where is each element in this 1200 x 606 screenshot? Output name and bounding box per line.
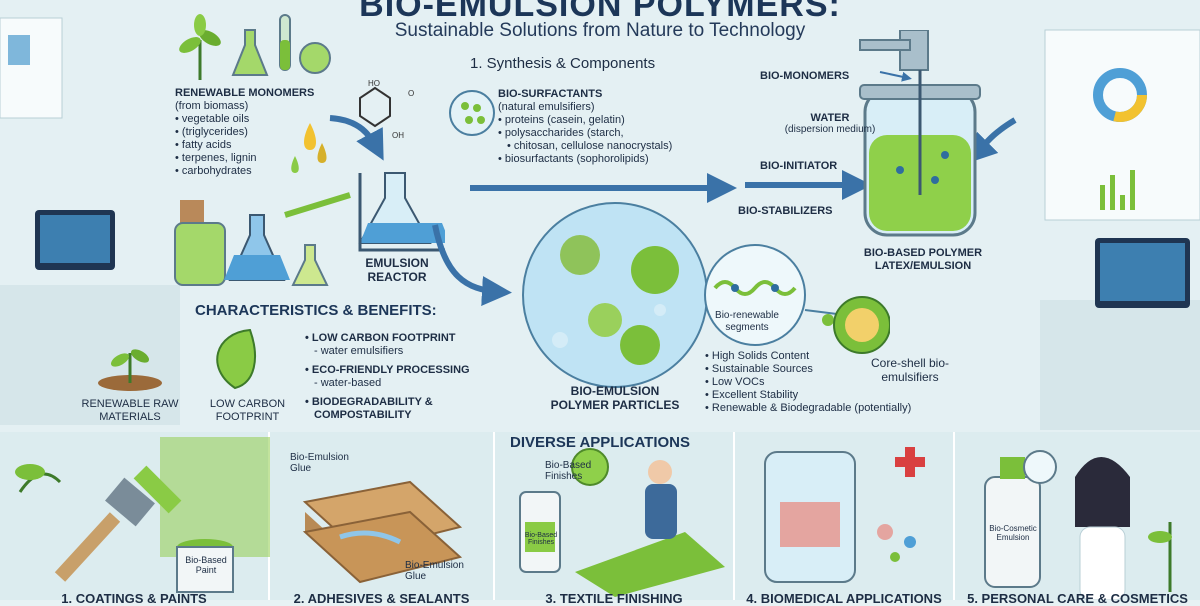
application-caption: 3. TEXTILE FINISHING bbox=[545, 591, 683, 606]
list-item: chitosan, cellulose nanocrystals) bbox=[498, 140, 718, 153]
benefit-title: • ECO-FRIENDLY PROCESSING bbox=[305, 364, 470, 376]
list-item: polysaccharides (starch, bbox=[498, 127, 718, 140]
process-arrows bbox=[284, 71, 1017, 306]
input-bio-monomers: BIO-MONOMERS bbox=[760, 70, 850, 82]
application-panel-adhesives: Bio-Emulsion Glue Bio-Emulsion Glue 2. A… bbox=[270, 432, 495, 606]
reactor-label: EMULSION REACTOR bbox=[365, 256, 429, 284]
monomers-subtitle: (from biomass) bbox=[175, 100, 249, 112]
monomers-title: RENEWABLE MONOMERS bbox=[175, 87, 315, 99]
paint-tag: Bio-Based Paint bbox=[185, 555, 227, 575]
application-caption: 1. COATINGS & PAINTS bbox=[61, 591, 207, 606]
textile-worker-icon bbox=[519, 448, 725, 597]
svg-text:OH: OH bbox=[392, 131, 404, 140]
tissue-scaffold-icon bbox=[764, 447, 925, 583]
list-item: proteins (casein, gelatin) bbox=[498, 114, 718, 127]
svg-text:HO: HO bbox=[368, 79, 380, 88]
segment-label: Bio-renewable segments bbox=[715, 310, 779, 333]
list-item: Renewable & Biodegradable (potentially) bbox=[705, 402, 945, 415]
list-item: biosurfactants (sophorolipids) bbox=[498, 153, 718, 166]
glue-tag: Bio-Emulsion Glue bbox=[290, 452, 349, 474]
application-panel-cosmetics: Bio-Cosmetic Emulsion 5. PERSONAL CARE &… bbox=[955, 432, 1200, 606]
paintbrush-icon bbox=[15, 437, 270, 593]
benefit-icon-label-carbon: LOW CARBON FOOTPRINT bbox=[209, 398, 286, 423]
benefits-list: • LOW CARBON FOOTPRINT - water emulsifie… bbox=[305, 332, 500, 422]
list-item: fatty acids bbox=[175, 139, 325, 152]
svg-text:O: O bbox=[408, 89, 414, 98]
application-panel-coatings: Bio-Based Paint 1. COATINGS & PAINTS bbox=[0, 432, 270, 606]
product-label: BIO-BASED POLYMER LATEX/EMULSION bbox=[863, 247, 983, 272]
bio-surfactants-block: BIO-SURFACTANTS (natural emulsifiers) pr… bbox=[498, 88, 718, 166]
finish-bottle-tag: Bio-Based Finishes bbox=[524, 532, 558, 546]
list-item: Sustainable Sources bbox=[705, 363, 945, 376]
reactor-illustration: HO O OH bbox=[291, 79, 445, 252]
application-caption: 2. ADHESIVES & SEALANTS bbox=[293, 591, 470, 606]
glue-tag-2: Bio-Emulsion Glue bbox=[405, 560, 464, 582]
list-item: carbohydrates bbox=[175, 165, 325, 178]
surfactant-bubble-icon bbox=[449, 90, 495, 136]
glued-wood-icon bbox=[302, 480, 463, 584]
renewable-monomers-block: RENEWABLE MONOMERS (from biomass) vegeta… bbox=[175, 87, 325, 178]
list-item: (triglycerides) bbox=[175, 126, 325, 139]
cosmetic-tag: Bio-Cosmetic Emulsion bbox=[989, 524, 1037, 542]
list-item: High Solids Content bbox=[705, 350, 945, 363]
application-panel-textile: Bio-Based Finishes Bio-Based Finishes 3.… bbox=[495, 432, 735, 606]
input-bio-stabilizers: BIO-STABILIZERS bbox=[738, 205, 833, 217]
particle-properties-list: High Solids Content Sustainable Sources … bbox=[705, 350, 945, 415]
benefit-title: • BIODEGRADABILITY & COMPOSTABILITY bbox=[305, 396, 433, 421]
surfactants-title: BIO-SURFACTANTS bbox=[498, 88, 603, 100]
cosmetic-bottle-icon bbox=[984, 450, 1172, 601]
list-item: Excellent Stability bbox=[705, 389, 945, 402]
finish-tag: Bio-Based Finishes bbox=[545, 460, 592, 482]
input-water: WATER (dispersion medium) bbox=[784, 112, 876, 135]
benefit-note: - water emulsifiers bbox=[314, 345, 404, 357]
application-caption: 5. PERSONAL CARE & COSMETICS bbox=[967, 591, 1188, 606]
benefit-icon-label-renewable: RENEWABLE RAW MATERIALS bbox=[81, 398, 179, 423]
plant-flask-icons bbox=[179, 14, 331, 80]
page-title: BIO-EMULSION POLYMERS: bbox=[359, 0, 841, 24]
input-bio-initiator: BIO-INITIATOR bbox=[760, 160, 838, 172]
characteristics-heading: CHARACTERISTICS & BENEFITS: bbox=[195, 302, 437, 319]
application-caption: 4. BIOMEDICAL APPLICATIONS bbox=[746, 591, 942, 606]
particles-label: BIO-EMULSION POLYMER PARTICLES bbox=[550, 384, 680, 412]
application-panel-biomedical: 4. BIOMEDICAL APPLICATIONS bbox=[735, 432, 955, 606]
benefit-note: - water-based bbox=[314, 377, 382, 389]
surfactants-list: proteins (casein, gelatin) polysaccharid… bbox=[498, 114, 718, 166]
list-item: vegetable oils bbox=[175, 113, 325, 126]
surfactants-subtitle: (natural emulsifiers) bbox=[498, 101, 595, 113]
benefit-title: • LOW CARBON FOOTPRINT bbox=[305, 332, 456, 344]
benefit-icons bbox=[98, 328, 256, 391]
list-item: terpenes, lignin bbox=[175, 152, 325, 165]
list-item: Low VOCs bbox=[705, 376, 945, 389]
bio-oil-bottles bbox=[174, 200, 329, 286]
synthesis-heading: 1. Synthesis & Components bbox=[470, 55, 656, 72]
monomers-list: vegetable oils (triglycerides) fatty aci… bbox=[175, 113, 325, 178]
applications-heading: DIVERSE APPLICATIONS bbox=[509, 434, 691, 451]
page-subtitle: Sustainable Solutions from Nature to Tec… bbox=[394, 20, 806, 41]
particle-illustration bbox=[522, 202, 890, 388]
polymerization-reactor bbox=[859, 30, 981, 237]
